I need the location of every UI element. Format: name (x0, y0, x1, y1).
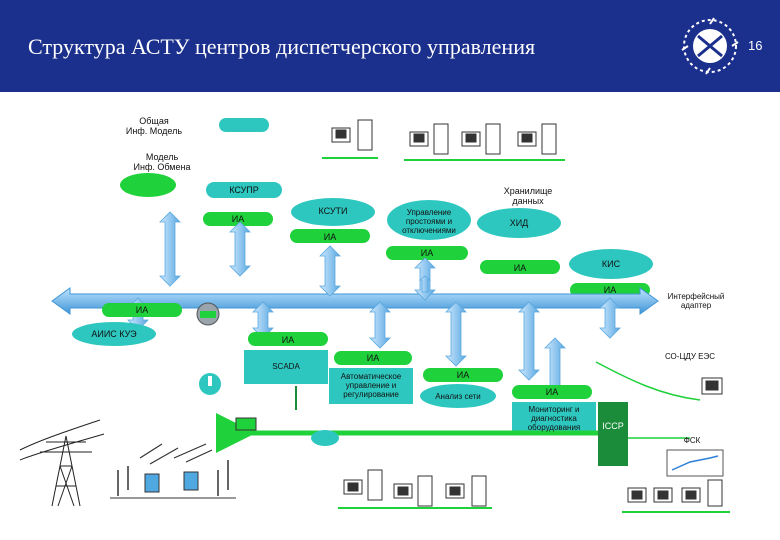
so-cdu-workstation-icon (701, 377, 723, 395)
so-cdu-label: СО-ЦДУ ЕЭС (664, 352, 716, 361)
ia-analysis-label: ИА (456, 370, 470, 380)
kis-node (569, 249, 653, 279)
arrow-ksuti (319, 245, 341, 297)
ia-kis-label: ИА (603, 285, 617, 295)
so-cdu-link (595, 361, 701, 401)
aiis-label: АИИС КУЭ (91, 329, 137, 339)
hid-node (477, 208, 561, 238)
header-bar: Структура АСТУ центров диспетчерского уп… (0, 0, 780, 92)
ia-monitor-label: ИА (545, 387, 559, 397)
ia-ksuti-node (290, 229, 370, 243)
iccp-node (598, 402, 628, 466)
ia-ksupr-node (203, 212, 273, 226)
fsk-label: ФСК (683, 436, 701, 445)
control-bus-device (235, 417, 257, 431)
monitoring-label: Мониторинг и диагностика оборудования (527, 405, 581, 432)
ksuti-node (291, 198, 375, 226)
scada-label: SCADA (272, 362, 300, 371)
legend-exchange-model: Модель Инф. Обмена (133, 152, 191, 172)
aiis-node (72, 322, 156, 346)
ksupr-label: КСУПР (229, 185, 259, 195)
ia-hid-node (386, 246, 468, 260)
monitoring-node (512, 402, 596, 432)
page-title: Структура АСТУ центров диспетчерского уп… (28, 34, 536, 59)
arrow-ksupr (159, 211, 181, 287)
arrow-ia-ksupr (229, 221, 251, 277)
outage-node (387, 200, 471, 240)
arrow-scada (252, 301, 274, 339)
scada-node (244, 350, 328, 384)
control-bus-node (311, 430, 339, 446)
page-number: 16 (748, 38, 763, 53)
ia-analysis-node (423, 368, 503, 382)
adapter-left-indicator (200, 311, 216, 318)
fsk-screen-icon (666, 449, 724, 477)
ia-monitor-node (512, 385, 592, 399)
ia-center-node (480, 260, 560, 274)
arrow-interface (599, 297, 621, 339)
ia-scada-node (248, 332, 328, 346)
legend-model-swatch (219, 118, 269, 132)
analysis-node (420, 384, 496, 408)
energy-company-logo-icon (681, 17, 739, 75)
scada-adapter-mark (208, 376, 212, 386)
workstation-group-bottom (343, 469, 723, 507)
hid-label: ХИД (509, 218, 529, 228)
ia-left-node (102, 303, 182, 317)
ia-ksupr-label: ИА (231, 214, 245, 224)
analysis-label: Анализ сети (435, 392, 481, 401)
ia-hid-label: ИА (420, 248, 434, 258)
legend-general-model: Общая Инф. Модель (125, 116, 183, 136)
arrow-analysis (445, 301, 467, 367)
auto-control-label: Автоматическое управление и регулировани… (340, 372, 402, 399)
arrow-auto (369, 301, 391, 349)
arrow-kis (418, 275, 432, 293)
ia-left-label: ИА (135, 305, 149, 315)
storage-label: Хранилище данных (503, 186, 553, 206)
iccp-label: ICCP (602, 421, 624, 431)
ia-ksuti-label: ИА (323, 232, 337, 242)
workstation-group-top (331, 119, 557, 155)
ia-center-label: ИА (513, 263, 527, 273)
legend-exchange-swatch (120, 173, 176, 197)
auto-control-node (329, 368, 413, 404)
substation-icon (110, 443, 236, 499)
ia-scada-label: ИА (281, 335, 295, 345)
ksupr-node (206, 182, 282, 198)
arrow-monitoring (518, 301, 540, 381)
ksuti-label: КСУТИ (318, 206, 348, 216)
outage-label: Управление простоями и отключениями (402, 208, 456, 235)
transmission-tower-icon (19, 419, 105, 507)
kis-label: КИС (601, 259, 621, 269)
interface-adapter-label: Интерфейсный адаптер (667, 292, 725, 310)
ia-auto-label: ИА (366, 353, 380, 363)
ia-auto-node (334, 351, 412, 365)
